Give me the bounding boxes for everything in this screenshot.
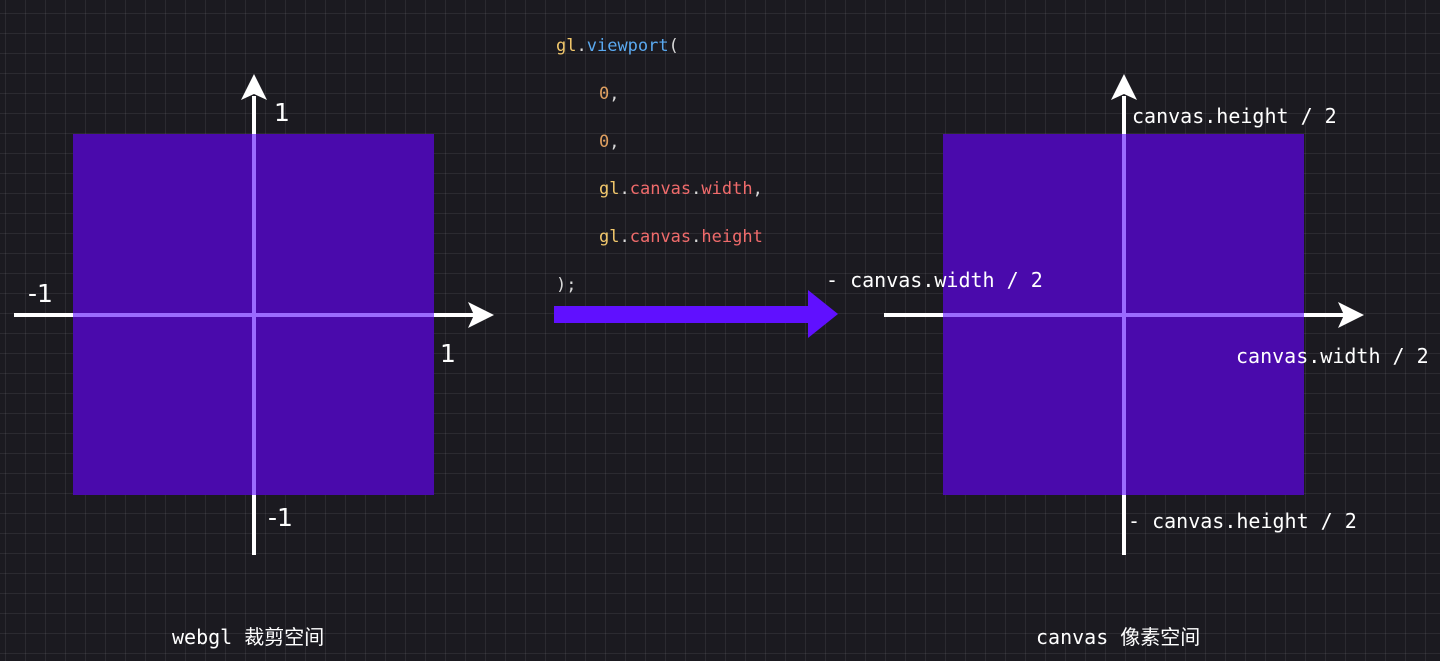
code-token: 0: [599, 84, 610, 104]
code-token: ,: [609, 132, 620, 152]
code-token: gl: [599, 179, 620, 199]
clip-label-right: 1: [440, 339, 456, 368]
code-token: (: [668, 36, 679, 56]
code-token: canvas: [629, 227, 692, 247]
clip-label-bottom: -1: [268, 503, 293, 532]
code-token: .: [619, 227, 630, 247]
pixel-label-left: - canvas.width / 2: [826, 268, 1043, 292]
clip-space-caption: webgl 裁剪空间: [172, 625, 325, 649]
code-line-5: gl.canvas.height: [599, 227, 763, 247]
code-line-6: );: [556, 275, 577, 295]
code-token: gl: [599, 227, 620, 247]
code-token: .: [691, 179, 702, 199]
transition-arrow-shaft: [554, 306, 812, 323]
pixel-label-top: canvas.height / 2: [1132, 104, 1337, 128]
code-token: .: [691, 227, 702, 247]
clip-x-arrowhead: [468, 302, 494, 328]
code-token: .: [576, 36, 587, 56]
code-token: 0: [599, 132, 610, 152]
code-token: canvas: [629, 179, 692, 199]
pixel-space-caption: canvas 像素空间: [1036, 625, 1201, 649]
code-line-3: 0,: [599, 132, 620, 152]
pixel-y-arrowhead: [1111, 74, 1137, 100]
clip-space-axes: [14, 74, 494, 555]
code-token: gl: [556, 36, 577, 56]
pixel-label-bottom: - canvas.height / 2: [1128, 509, 1357, 533]
clip-label-left: -1: [28, 279, 53, 308]
code-line-2: 0,: [599, 84, 620, 104]
code-token: height: [701, 227, 763, 247]
code-token: .: [619, 179, 630, 199]
code-line-4: gl.canvas.width,: [599, 179, 763, 199]
transition-arrow-head: [808, 290, 838, 338]
code-token: ,: [609, 84, 620, 104]
code-line-1: gl.viewport(: [556, 36, 679, 56]
code-token: width: [701, 179, 753, 199]
clip-label-top: 1: [274, 98, 290, 127]
clip-y-arrowhead: [241, 74, 267, 100]
code-token: viewport: [586, 36, 669, 56]
pixel-label-right: canvas.width / 2: [1236, 344, 1429, 368]
pixel-x-arrowhead: [1338, 302, 1364, 328]
pixel-space-axes: [884, 74, 1364, 555]
code-token: ,: [752, 179, 763, 199]
transition-arrow: [554, 290, 838, 338]
